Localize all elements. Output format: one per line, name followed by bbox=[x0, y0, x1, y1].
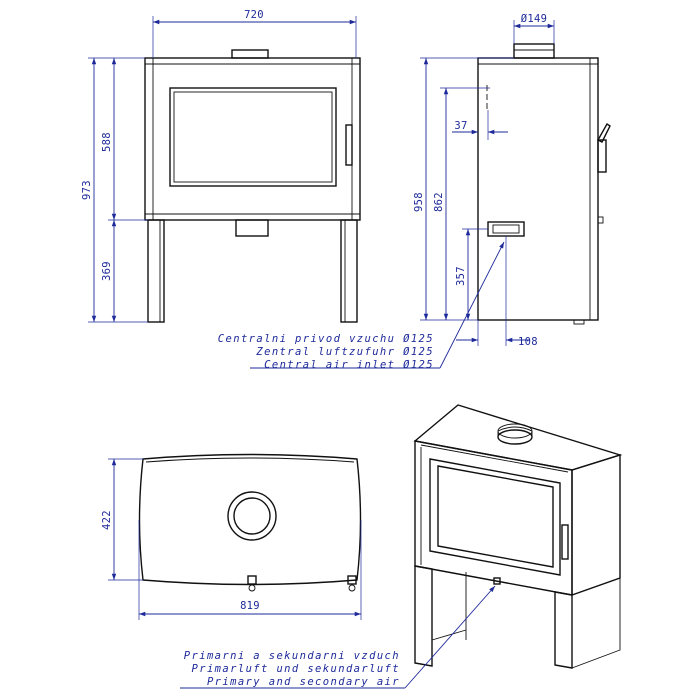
side-flue-collar bbox=[513, 43, 555, 59]
iso-left-leg bbox=[414, 565, 433, 667]
top-flue-outer bbox=[227, 491, 277, 541]
iso-flue bbox=[497, 429, 533, 445]
central-inlet-callout: Centralni privod vzuchu Ø125 Zentral luf… bbox=[218, 241, 505, 371]
side-total-height-dim: 958 bbox=[413, 192, 425, 212]
iso-glass bbox=[437, 465, 554, 568]
front-left-leg bbox=[147, 219, 165, 323]
side-door-handle-top bbox=[597, 122, 611, 143]
iso-side bbox=[571, 454, 621, 596]
front-leg-height-dim: 369 bbox=[101, 261, 113, 281]
side-inlet-height-dim: 862 bbox=[433, 192, 445, 212]
side-bottom-inlet-dim: 357 bbox=[455, 266, 467, 286]
primary-air-callout: Primarni a sekundarni vzduch Primarluft … bbox=[180, 585, 496, 689]
top-depth-dim: 422 bbox=[101, 510, 113, 530]
top-knob-center bbox=[247, 575, 257, 585]
front-air-slot bbox=[235, 219, 269, 237]
iso-door bbox=[429, 458, 561, 576]
iso-handle bbox=[561, 524, 569, 560]
side-inlet-depth-dim: 108 bbox=[518, 336, 538, 348]
primary-air-label-en: Primary and secondary air bbox=[207, 676, 400, 688]
front-total-height-dim: 973 bbox=[81, 180, 93, 200]
central-inlet-label-de: Zentral luftzufuhr Ø125 bbox=[255, 346, 434, 358]
front-right-leg bbox=[340, 219, 358, 323]
top-outline bbox=[138, 453, 362, 586]
top-flue-inner bbox=[233, 497, 271, 535]
central-inlet-label-en: Central air inlet Ø125 bbox=[264, 359, 434, 371]
central-inlet-label-cz: Centralni privod vzuchu Ø125 bbox=[218, 333, 434, 345]
side-door-handle bbox=[597, 139, 607, 173]
front-body bbox=[144, 57, 361, 221]
side-offset-dim: 37 bbox=[454, 120, 467, 132]
isometric-view bbox=[413, 404, 623, 669]
primary-air-label-de: Primarluft und sekundarluft bbox=[192, 663, 400, 675]
top-knob-right bbox=[347, 575, 357, 585]
front-body-height-dim: 588 bbox=[101, 132, 113, 152]
front-glass-window bbox=[169, 87, 337, 187]
side-view: Ø149 958 862 37 357 108 bbox=[413, 13, 611, 348]
iso-air-knob bbox=[493, 577, 501, 585]
primary-air-label-cz: Primarni a sekundarni vzduch bbox=[184, 650, 400, 662]
front-width-dim: 720 bbox=[244, 9, 264, 21]
front-door-handle bbox=[345, 124, 353, 166]
side-flue-diameter-dim: Ø149 bbox=[521, 13, 548, 25]
front-view: 720 973 588 369 bbox=[81, 9, 361, 323]
side-body bbox=[477, 57, 599, 321]
top-view: 422 819 bbox=[101, 453, 362, 620]
iso-right-leg bbox=[554, 591, 573, 669]
front-flue-collar bbox=[231, 49, 269, 59]
top-width-dim: 819 bbox=[240, 600, 260, 612]
